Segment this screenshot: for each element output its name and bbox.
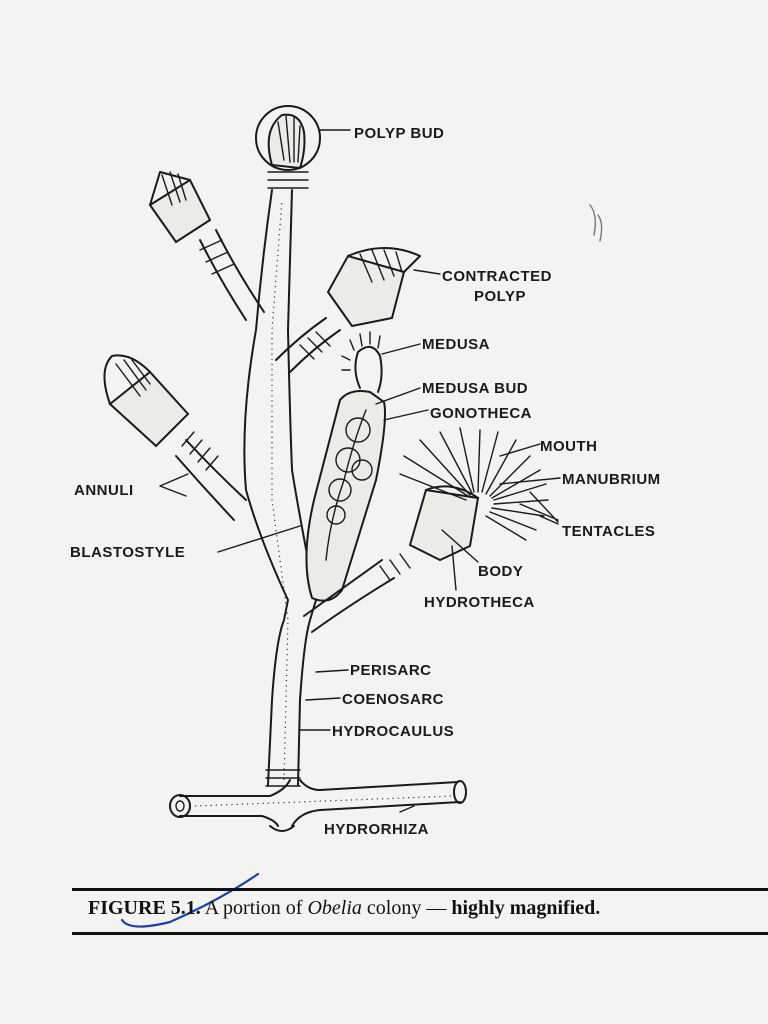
contracted-polyp-drawing — [275, 247, 421, 373]
label-polyp-bud: POLYP BUD — [354, 125, 444, 142]
caption-genus: Obelia — [307, 897, 362, 919]
caption-rule-top — [72, 888, 768, 891]
hydrocaulus-drawing — [243, 189, 317, 787]
label-hydrotheca: HYDROTHECA — [424, 594, 535, 611]
figure-caption: FIGURE 5.1. A portion of Obelia colony —… — [88, 897, 748, 920]
label-medusa-bud: MEDUSA BUD — [422, 380, 528, 397]
label-coenosarc: COENOSARC — [342, 691, 444, 708]
label-manubrium: MANUBRIUM — [562, 471, 661, 488]
hydrorhiza-drawing — [169, 779, 467, 832]
gonotheca-drawing — [305, 331, 386, 602]
label-annuli: ANNULI — [74, 482, 134, 499]
label-perisarc: PERISARC — [350, 662, 432, 679]
tentacles-drawing — [399, 427, 549, 541]
pencil-mark — [589, 204, 603, 242]
pen-mark — [120, 872, 260, 928]
left-polyp-drawing — [103, 354, 247, 521]
label-contracted-polyp-line2: POLYP — [474, 288, 526, 305]
caption-qualifier: highly magnified. — [451, 897, 601, 919]
label-body: BODY — [478, 563, 523, 580]
label-hydrocaulus: HYDROCAULUS — [332, 723, 454, 740]
label-tentacles: TENTACLES — [562, 523, 655, 540]
expanded-polyp-drawing — [303, 427, 549, 633]
label-contracted-polyp-line1: CONTRACTED — [442, 268, 552, 285]
label-mouth: MOUTH — [540, 438, 598, 455]
caption-dash: — — [421, 897, 452, 919]
upper-left-polyp-drawing — [148, 171, 265, 321]
leader-lines — [159, 129, 561, 813]
caption-text-after: colony — [361, 897, 422, 919]
caption-figure-number: FIGURE 5.1. — [88, 897, 201, 919]
label-gonotheca: GONOTHECA — [430, 405, 532, 422]
polyp-bud-drawing — [255, 105, 321, 189]
caption-text-before: A portion of — [200, 897, 308, 919]
label-medusa: MEDUSA — [422, 336, 490, 353]
caption-rule-bottom — [72, 932, 768, 935]
label-hydrorhiza: HYDRORHIZA — [324, 821, 429, 838]
label-blastostyle: BLASTOSTYLE — [70, 544, 185, 561]
